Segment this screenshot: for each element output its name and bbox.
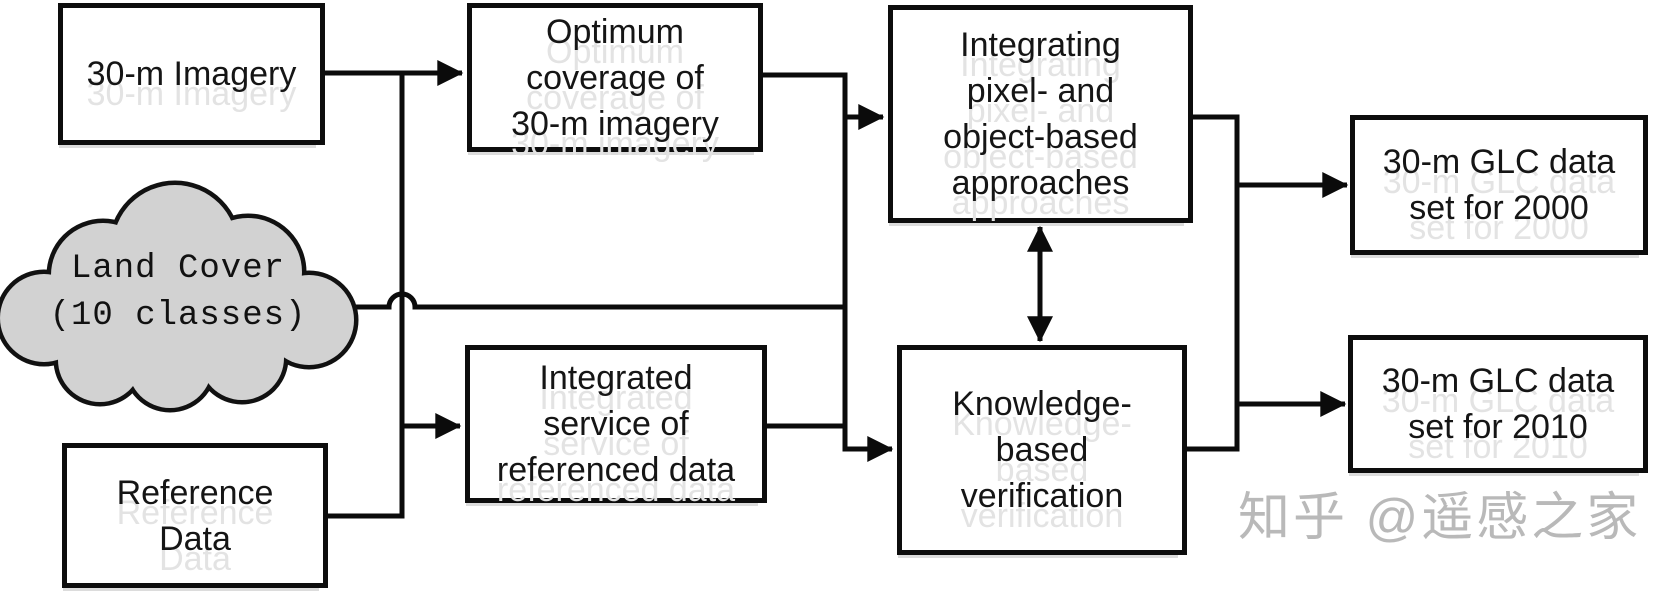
node-reference-data: Reference Data <box>62 443 328 588</box>
node-optimum-coverage: Optimum coverage of 30-m imagery <box>467 3 763 152</box>
node-reference-data-label: Reference Data <box>116 473 274 558</box>
zhihu-watermark: 知乎 @遥感之家 <box>1238 489 1642 547</box>
connector-optimum-to-knowledge-trunk <box>763 72 894 462</box>
node-integrating-approaches-label: Integrating pixel- and object-based appr… <box>943 26 1138 202</box>
node-glc-dataset-2000: 30-m GLC data set for 2000 <box>1350 115 1648 255</box>
cloud-shape <box>0 180 359 413</box>
node-glc-dataset-2000-label: 30-m GLC data set for 2000 <box>1382 143 1616 227</box>
node-glc-dataset-2010-label: 30-m GLC data set for 2010 <box>1381 362 1615 446</box>
connector-outputs-trunk <box>1187 114 1240 452</box>
node-glc-dataset-2010: 30-m GLC data set for 2010 <box>1348 335 1648 473</box>
connector-imagery-reference-trunk <box>328 73 405 519</box>
node-integrating-approaches: Integrating pixel- and object-based appr… <box>888 5 1193 223</box>
node-integrated-service-label: Integrated service of referenced data <box>496 359 736 489</box>
node-integrated-service: Integrated service of referenced data <box>465 345 767 503</box>
node-knowledge-verification: Knowledge- based verification <box>897 345 1187 555</box>
node-knowledge-verification-label: Knowledge- based verification <box>952 385 1132 515</box>
node-30m-imagery-label: 30-m Imagery <box>86 55 297 93</box>
node-land-cover-cloud-label: Land Cover (10 classes) <box>49 250 307 335</box>
connector-cloud-line-with-hop <box>352 291 845 310</box>
node-30m-imagery: 30-m Imagery <box>58 3 325 145</box>
node-optimum-coverage-label: Optimum coverage of 30-m imagery <box>511 12 719 143</box>
